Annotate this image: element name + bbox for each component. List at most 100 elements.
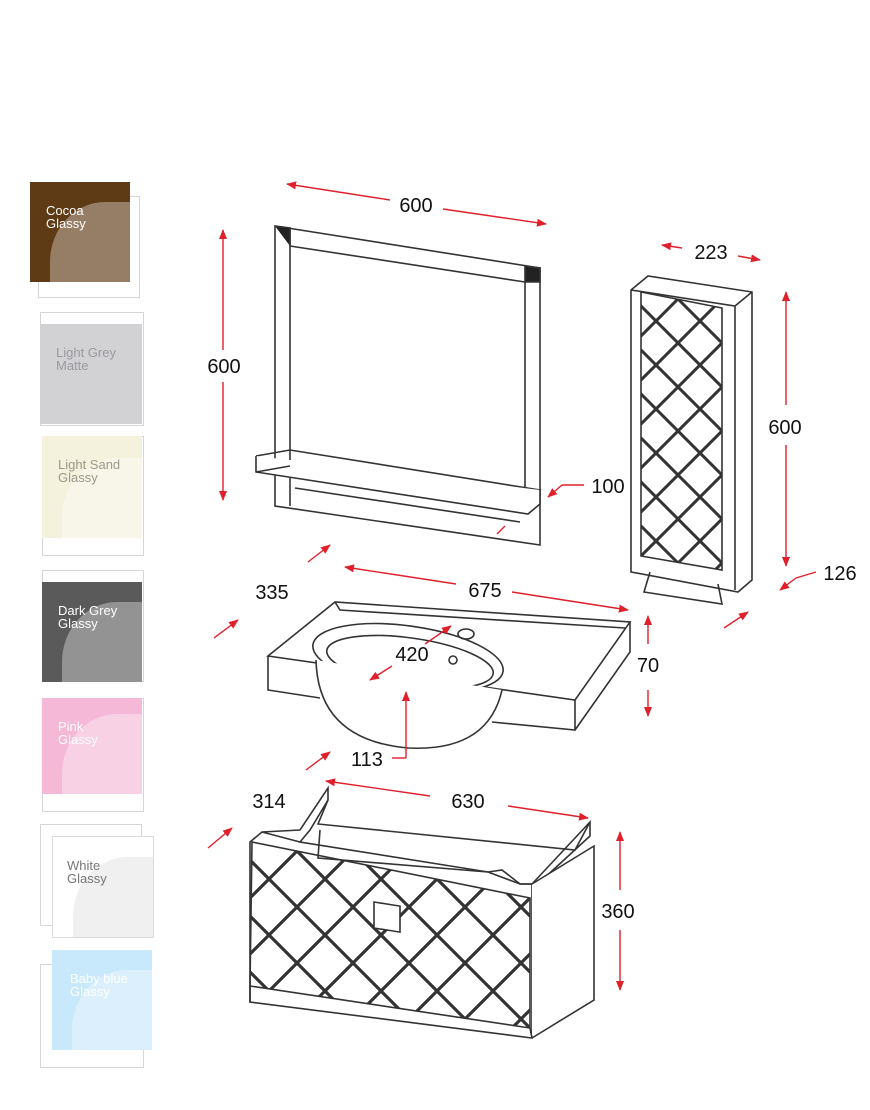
mirror-frame-outer xyxy=(274,225,541,546)
arrow-cabinet-depth-top xyxy=(779,577,797,591)
tall-cabinet xyxy=(630,275,870,605)
swatch-light-grey-matte: Light Grey Matte xyxy=(40,324,142,424)
swatch-label: Pink Glassy xyxy=(58,720,98,746)
lattice-bar xyxy=(641,292,722,570)
dim-vanity-depth: 314 xyxy=(252,791,285,813)
arrow-vanity-width-left xyxy=(325,778,431,797)
swatch-baby-blue-glassy: Baby blue Glassy xyxy=(52,950,152,1050)
dim-cabinet-width: 223 xyxy=(694,242,727,264)
mirror-shelf-edge xyxy=(255,465,291,473)
swatch-label: Light Sand Glassy xyxy=(58,458,120,484)
swatch-label-line-2: Glassy xyxy=(67,871,107,886)
swatch-label-line-2: Glassy xyxy=(58,470,98,485)
cabinet-towel-bar xyxy=(642,571,724,605)
vanity-unit xyxy=(249,785,866,1039)
dim-basin-width: 675 xyxy=(468,580,501,602)
mirror xyxy=(255,225,542,546)
swatch-label-line-2: Glassy xyxy=(70,984,110,999)
swatch-light-sand-glassy: Light Sand Glassy xyxy=(42,436,142,538)
arrow-bowl-width-bottom xyxy=(369,665,393,681)
swatch-label-line-1: Baby blue xyxy=(70,971,128,986)
arrow-vanity-depth-bottom xyxy=(207,827,233,849)
swatch-label-line-1: Light Sand xyxy=(58,457,121,472)
dimension-arrows xyxy=(207,181,817,991)
swatch-dark-grey-glassy: Dark Grey Glassy xyxy=(42,582,142,682)
lattice-bar xyxy=(641,292,722,570)
arrow-mirror-width-left xyxy=(286,181,391,201)
dim-bowl-width: 420 xyxy=(395,644,428,666)
lattice-bar xyxy=(454,842,530,1028)
arrow-shelf-depth-tail xyxy=(496,525,506,535)
lattice-bar xyxy=(641,292,722,570)
lattice-bar xyxy=(568,842,754,1028)
mirror-bottom-rail xyxy=(294,487,521,523)
arrow-basin-depth-top xyxy=(307,544,331,563)
vanity-inner xyxy=(317,829,489,873)
mirror-frame-corner xyxy=(524,265,541,283)
swatch-label: Dark Grey Glassy xyxy=(58,604,117,630)
cabinet-edges xyxy=(630,289,753,590)
lattice-bar xyxy=(250,842,252,1028)
lattice-bar xyxy=(669,292,722,570)
swatch-label-line-1: Dark Grey xyxy=(58,603,118,618)
lattice-bar xyxy=(624,842,810,1028)
lattice-bar xyxy=(847,292,870,570)
swatch-white-glassy: White Glassy xyxy=(52,836,154,938)
arrow-vanity-width-right xyxy=(507,805,589,821)
basin-bowl-body xyxy=(315,659,503,750)
lattice-bar xyxy=(250,842,308,1028)
dim-basin-height: 70 xyxy=(637,655,659,677)
cabinet-body xyxy=(630,275,753,593)
swatch-label-line-1: Cocoa xyxy=(46,203,84,218)
lattice-bar xyxy=(641,292,722,570)
swatch-label-line-2: Matte xyxy=(56,358,89,373)
dim-mirror-width: 600 xyxy=(399,195,432,217)
swatch-label: White Glassy xyxy=(67,859,107,885)
swatch-label: Light Grey Matte xyxy=(56,346,116,372)
swatch-label-line-1: White xyxy=(67,858,101,873)
swatch-label-line-2: Glassy xyxy=(58,732,98,747)
arrow-mirror-width-right xyxy=(442,208,547,227)
lattice-bar xyxy=(250,842,252,1028)
tap-hole xyxy=(457,628,475,640)
dim-vanity-height: 360 xyxy=(601,901,634,923)
basin-front xyxy=(267,622,631,731)
lattice-bar xyxy=(680,842,866,1028)
arrow-basin-width-left xyxy=(344,564,457,585)
overflow-hole xyxy=(448,655,458,665)
dim-cabinet-height: 600 xyxy=(768,417,801,439)
swatch-label: Baby blue Glassy xyxy=(70,972,128,998)
vanity-side xyxy=(531,844,595,1039)
dim-bowl-drop: 113 xyxy=(351,749,383,771)
basin xyxy=(266,601,632,750)
dim-mirror-height: 600 xyxy=(207,356,240,378)
lattice-bar xyxy=(669,292,722,570)
cabinet-lattice xyxy=(641,292,870,570)
arrow-vanity-depth-top xyxy=(305,751,331,771)
dim-shelf-depth: 100 xyxy=(591,476,624,498)
arrow-cabinet-depth-bottom xyxy=(723,611,749,629)
swatch-label-line-1: Light Grey xyxy=(56,345,116,360)
basin-back-rim xyxy=(334,601,626,629)
vanity-plinth xyxy=(249,986,533,1039)
swatch-cocoa-glassy: Cocoa Glassy xyxy=(30,182,130,282)
arrow-shelf-depth-top xyxy=(547,484,563,498)
arrow-bowl-width-top xyxy=(424,625,452,645)
arrow-basin-depth-bottom xyxy=(213,619,239,639)
vanity-top-edges xyxy=(261,819,591,885)
swatch-label-line-1: Pink xyxy=(58,719,84,734)
dim-basin-depth: 335 xyxy=(255,582,288,604)
mirror-frame-corner xyxy=(274,225,291,246)
arrow-cabinet-depth-leader xyxy=(795,571,817,579)
mirror-shelf-front xyxy=(255,456,541,515)
dim-vanity-width: 630 xyxy=(451,791,484,813)
arrow-cabinet-width-left xyxy=(661,242,683,251)
dim-cabinet-depth: 126 xyxy=(823,563,856,585)
lattice-bar xyxy=(803,292,870,570)
lattice-bar xyxy=(641,292,722,570)
vanity-handle xyxy=(373,901,401,934)
dimension-labels: 600 600 100 223 600 126 335 675 420 70 1… xyxy=(207,195,856,923)
lattice-bar xyxy=(568,842,754,1028)
